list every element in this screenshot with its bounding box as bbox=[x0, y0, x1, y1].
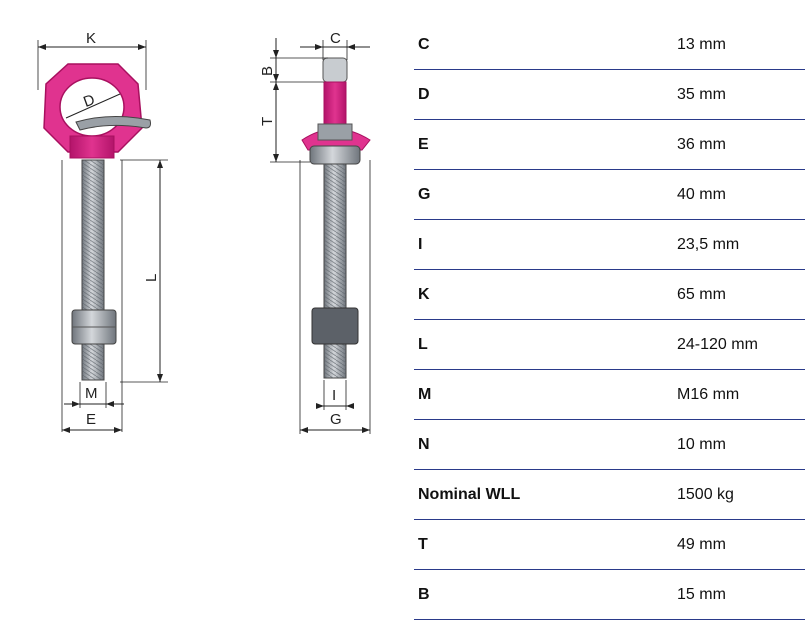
spec-row: D 35 mm bbox=[414, 70, 805, 120]
spec-key: N bbox=[418, 436, 430, 453]
side-collar bbox=[309, 145, 361, 165]
spec-value: 65 mm bbox=[677, 286, 726, 303]
spec-row: T 49 mm bbox=[414, 520, 805, 570]
spec-key: Nominal WLL bbox=[418, 486, 521, 503]
dim-label-t: T bbox=[259, 117, 276, 126]
dim-label-c: C bbox=[330, 30, 341, 47]
spec-key: C bbox=[418, 36, 430, 53]
dim-label-k: K bbox=[86, 30, 96, 47]
spec-key: M bbox=[418, 386, 432, 403]
spec-key: D bbox=[418, 86, 430, 103]
dim-label-m: M bbox=[85, 385, 98, 402]
spec-value: 15 mm bbox=[677, 586, 726, 603]
spec-value: 36 mm bbox=[677, 136, 726, 153]
spec-key: L bbox=[418, 336, 428, 353]
front-view: K D L M E bbox=[37, 30, 168, 433]
dim-label-e: E bbox=[86, 411, 96, 428]
spec-row: G 40 mm bbox=[414, 170, 805, 220]
side-spring bbox=[317, 123, 353, 141]
spec-row: N 10 mm bbox=[414, 420, 805, 470]
spec-value: 13 mm bbox=[677, 36, 726, 53]
spec-value: M16 mm bbox=[677, 386, 740, 403]
side-pink-shaft bbox=[323, 81, 347, 131]
spec-row: K 65 mm bbox=[414, 270, 805, 320]
ring-base bbox=[69, 135, 115, 159]
spec-row: E 36 mm bbox=[414, 120, 805, 170]
spec-value: 40 mm bbox=[677, 186, 726, 203]
dim-label-g: G bbox=[330, 411, 342, 428]
spec-key: E bbox=[418, 136, 429, 153]
spec-row: I 23,5 mm bbox=[414, 220, 805, 270]
side-dark-nut bbox=[311, 307, 359, 345]
dim-label-i: I bbox=[332, 387, 336, 404]
spec-key: K bbox=[418, 286, 430, 303]
technical-drawing: K D L M E bbox=[37, 30, 371, 434]
spec-row: Nominal WLL 1500 kg bbox=[414, 470, 805, 520]
spec-key: T bbox=[418, 536, 428, 553]
spec-key: B bbox=[418, 586, 430, 603]
spec-value: 23,5 mm bbox=[677, 236, 740, 253]
locking-pin bbox=[75, 115, 151, 131]
spec-value: 1500 kg bbox=[677, 486, 734, 503]
spec-key: I bbox=[418, 236, 423, 253]
spec-row: C 13 mm bbox=[414, 20, 805, 70]
dim-label-l: L bbox=[143, 274, 160, 282]
spec-value: 24-120 mm bbox=[677, 336, 758, 353]
side-view: C B T I G bbox=[259, 30, 371, 434]
spec-table: C 13 mm D 35 mm E 36 mm G 40 mm I 23,5 m… bbox=[414, 20, 805, 620]
spec-value: 49 mm bbox=[677, 536, 726, 553]
spec-row: L 24-120 mm bbox=[414, 320, 805, 370]
spec-row: B 15 mm bbox=[414, 570, 805, 620]
dim-label-b: B bbox=[259, 66, 276, 76]
spec-value: 35 mm bbox=[677, 86, 726, 103]
side-top-stub bbox=[322, 57, 348, 83]
spec-value: 10 mm bbox=[677, 436, 726, 453]
spec-row: M M16 mm bbox=[414, 370, 805, 420]
spec-key: G bbox=[418, 186, 431, 203]
